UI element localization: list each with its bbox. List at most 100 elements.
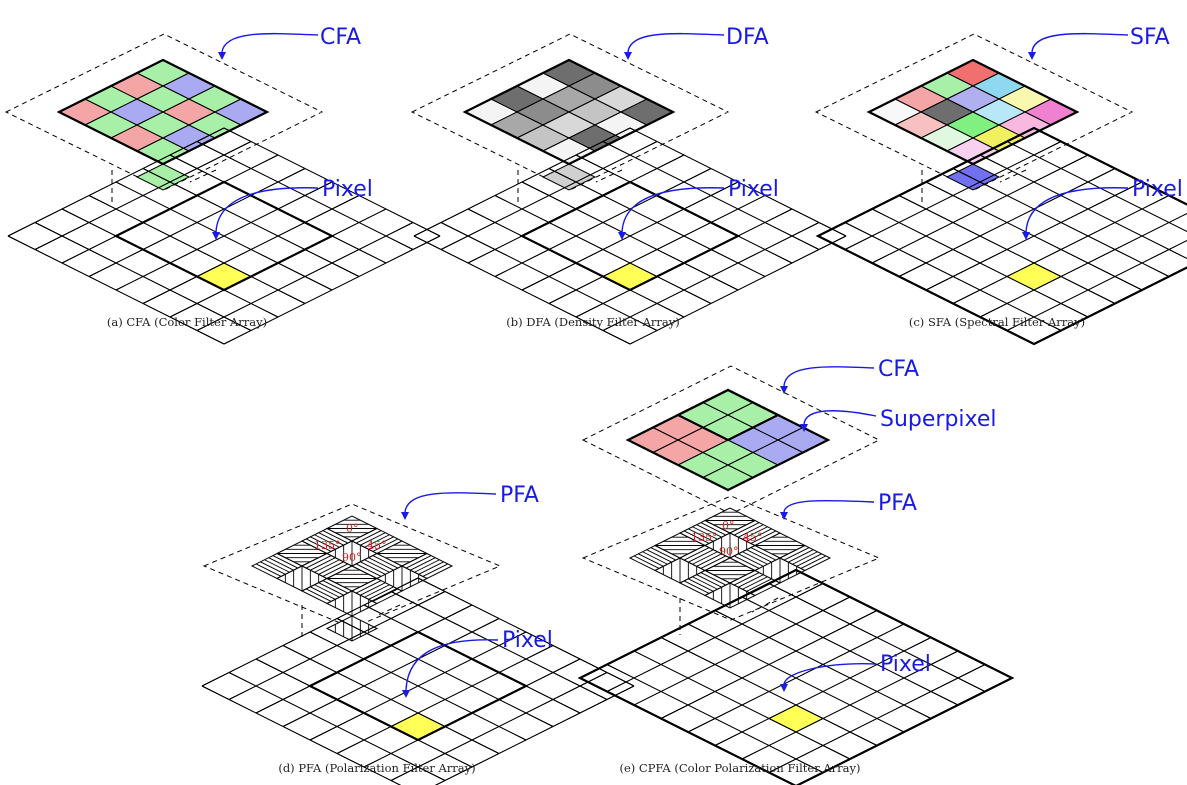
sensor-d-over-line-v7 [390, 672, 608, 781]
sfa-label-c: SFA [1130, 25, 1170, 50]
sensor-c-over-line-v4 [925, 181, 1143, 291]
sensor-b-over-line-v7 [602, 222, 820, 331]
pfa-cell-d-3-3-hatch3 [414, 559, 440, 573]
sfa-outline-c [866, 58, 1080, 166]
cpfa-pol-cell-e-0-2-hatch4 [696, 574, 722, 588]
angle-45-label-e: 45° [743, 531, 763, 544]
arrow-dfa-b [627, 32, 725, 53]
pfa-cell-d-3-3-hatch1 [405, 555, 432, 569]
sensor-a-over-line-u7 [196, 141, 414, 250]
angle-90-label-e: 90° [719, 545, 739, 558]
arrow-pixel-b [621, 187, 725, 233]
cpfa-pol-cell-e-0-2-hatch2 [688, 578, 714, 592]
arrow-sfa-c-head [1028, 52, 1036, 60]
pixel-label-c: Pixel [1132, 177, 1183, 202]
pfa-cell-d-0-0-hatch2 [260, 561, 286, 575]
proj-d-2 [375, 604, 401, 617]
cpfa-pol-cell-e-3-1-hatch1 [733, 522, 760, 536]
angle-135-label-e: 135° [691, 531, 718, 544]
sensor-d-over-line-v5 [336, 645, 554, 754]
arrow-superpixel-e-head [800, 424, 808, 432]
pfa-cell-d-3-1-hatch5 [372, 538, 399, 552]
dfa-boundary-b [410, 33, 730, 191]
sensor-c-line-v6 [979, 212, 1187, 318]
sensor-c-over-line-u7 [1006, 141, 1187, 233]
cpfa-pol-cell-e-3-1-hatch4 [746, 528, 772, 542]
sensor-e-region [577, 568, 1015, 785]
cpfa-pol-cell-e-0-0-hatch3 [642, 551, 668, 565]
pfa-cell-d-3-1-hatch4 [368, 536, 394, 550]
cpfa-pol-cell-e-1-1-hatch4 [696, 553, 722, 567]
sensor-d-over-line-v8 [434, 685, 635, 785]
sensor-c-over-line-v7 [1006, 239, 1187, 331]
sensor-c-selected-pixel [1005, 262, 1063, 291]
arrow-pfa-d-head [401, 512, 409, 520]
sensor-a-selected-pixel [195, 262, 253, 291]
sensor-e-over-line-v6 [741, 650, 959, 760]
cpfa-pol-cell-e-2-0-hatch2 [688, 528, 714, 542]
pfa-cell-d-0-2-hatch2 [310, 586, 336, 600]
pfa-cell-d-2-0-hatch5 [322, 530, 349, 544]
dfa-label-b: DFA [726, 25, 769, 50]
cpfa-pol-cell-e-2-0-hatch5 [700, 522, 727, 536]
sensor-a-over-line-v7 [196, 222, 414, 331]
sensor-e-over-line-v7 [768, 664, 986, 773]
pfa-cell-d-3-1-hatch2 [360, 532, 386, 546]
pfa-cell-d-3-3-hatch4 [418, 561, 444, 575]
pfa-cell-d-1-1-hatch5 [322, 563, 349, 577]
cpfa-pol-cell-e-0-0-hatch1 [633, 555, 660, 569]
pfa-cell-d-2-2-hatch2 [360, 561, 386, 575]
cpfa-pol-cell-e-2-2-hatch3 [742, 551, 768, 565]
pfa-cell-d-1-1-hatch1 [305, 555, 332, 569]
pfa-cell-d-1-3-hatch2 [360, 582, 386, 596]
pixel-label-d: Pixel [502, 628, 553, 653]
arrow-cfa-a-head [218, 52, 226, 60]
arrow-pixel-c-head [1022, 232, 1030, 240]
pfa-cell-d-2-2-hatch4 [368, 557, 394, 571]
cpfa-pol-cell-e-2-2-hatch4 [746, 549, 772, 563]
sensor-a-region [113, 180, 335, 292]
cfa-cell-a-extra [135, 163, 191, 191]
cpfa-pol-cell-e-0-2-hatch1 [683, 580, 710, 594]
pfa-cell-d-2-0-hatch3 [314, 534, 340, 548]
arrow-pfa-e-head [780, 512, 788, 520]
sensor-e-over-line-v5 [714, 637, 932, 746]
cpfa-pol-cell-e-0-0-hatch2 [638, 553, 664, 567]
proj-a-2 [189, 169, 217, 183]
sensor-c-over-line-u6 [979, 154, 1187, 260]
cpfa-pol-cell-e-2-2-hatch2 [738, 553, 764, 567]
pfa-cell-d-0-2-hatch3 [314, 584, 340, 598]
arrow-pfa-e [783, 499, 875, 513]
sensor-b-selected-pixel [601, 262, 659, 291]
arrow-sfa-c [1031, 32, 1129, 53]
arrow-pixel-c [1025, 187, 1129, 233]
arrow-cfa-e [783, 366, 875, 387]
cpfa-pol-cell-e-3-3-hatch2 [788, 549, 814, 563]
arrow-cfa-a [221, 32, 319, 53]
caption-a: (a) CFA (Color Filter Array) [107, 315, 267, 329]
proj-b-2 [595, 169, 623, 183]
sensor-d-over-line-v4 [309, 631, 527, 741]
pfa-cell-d-0-2-hatch5 [322, 580, 349, 594]
pfa-cell-d-0-0-hatch5 [272, 555, 299, 569]
sensor-e-over-line-u7 [768, 583, 986, 692]
cpfa-pol-cell-e-1-3-hatch2 [738, 574, 764, 588]
angle-0-label-e: 0° [722, 519, 735, 532]
cpfa-pol-cell-e-3-3-hatch5 [800, 555, 827, 569]
cpfa-pol-cell-e-1-1-hatch5 [700, 555, 727, 569]
pfa-cell-d-1-1-hatch2 [310, 557, 336, 571]
pfa-cell-d-2-0-hatch1 [305, 538, 332, 552]
arrow-pixel-d-head [402, 690, 410, 698]
sensor-e-over-line-u5 [714, 610, 932, 719]
shapes-layer [4, 32, 1187, 785]
dfa-cell-b-extra [541, 163, 597, 191]
caption-c: (c) SFA (Spectral Filter Array) [909, 315, 1085, 329]
cpfa-pol-cell-e-3-3-hatch4 [796, 553, 822, 567]
pfa-cell-d-1-3-hatch5 [372, 588, 399, 602]
arrow-pixel-e [783, 663, 877, 685]
cpfa-pol-cell-e-1-1-hatch2 [688, 549, 714, 563]
cpfa-pol-cell-e-1-3-hatch3 [742, 576, 768, 590]
sensor-a-over-line-u5 [142, 168, 360, 277]
pfa-cell-d-0-0-hatch1 [255, 563, 282, 577]
